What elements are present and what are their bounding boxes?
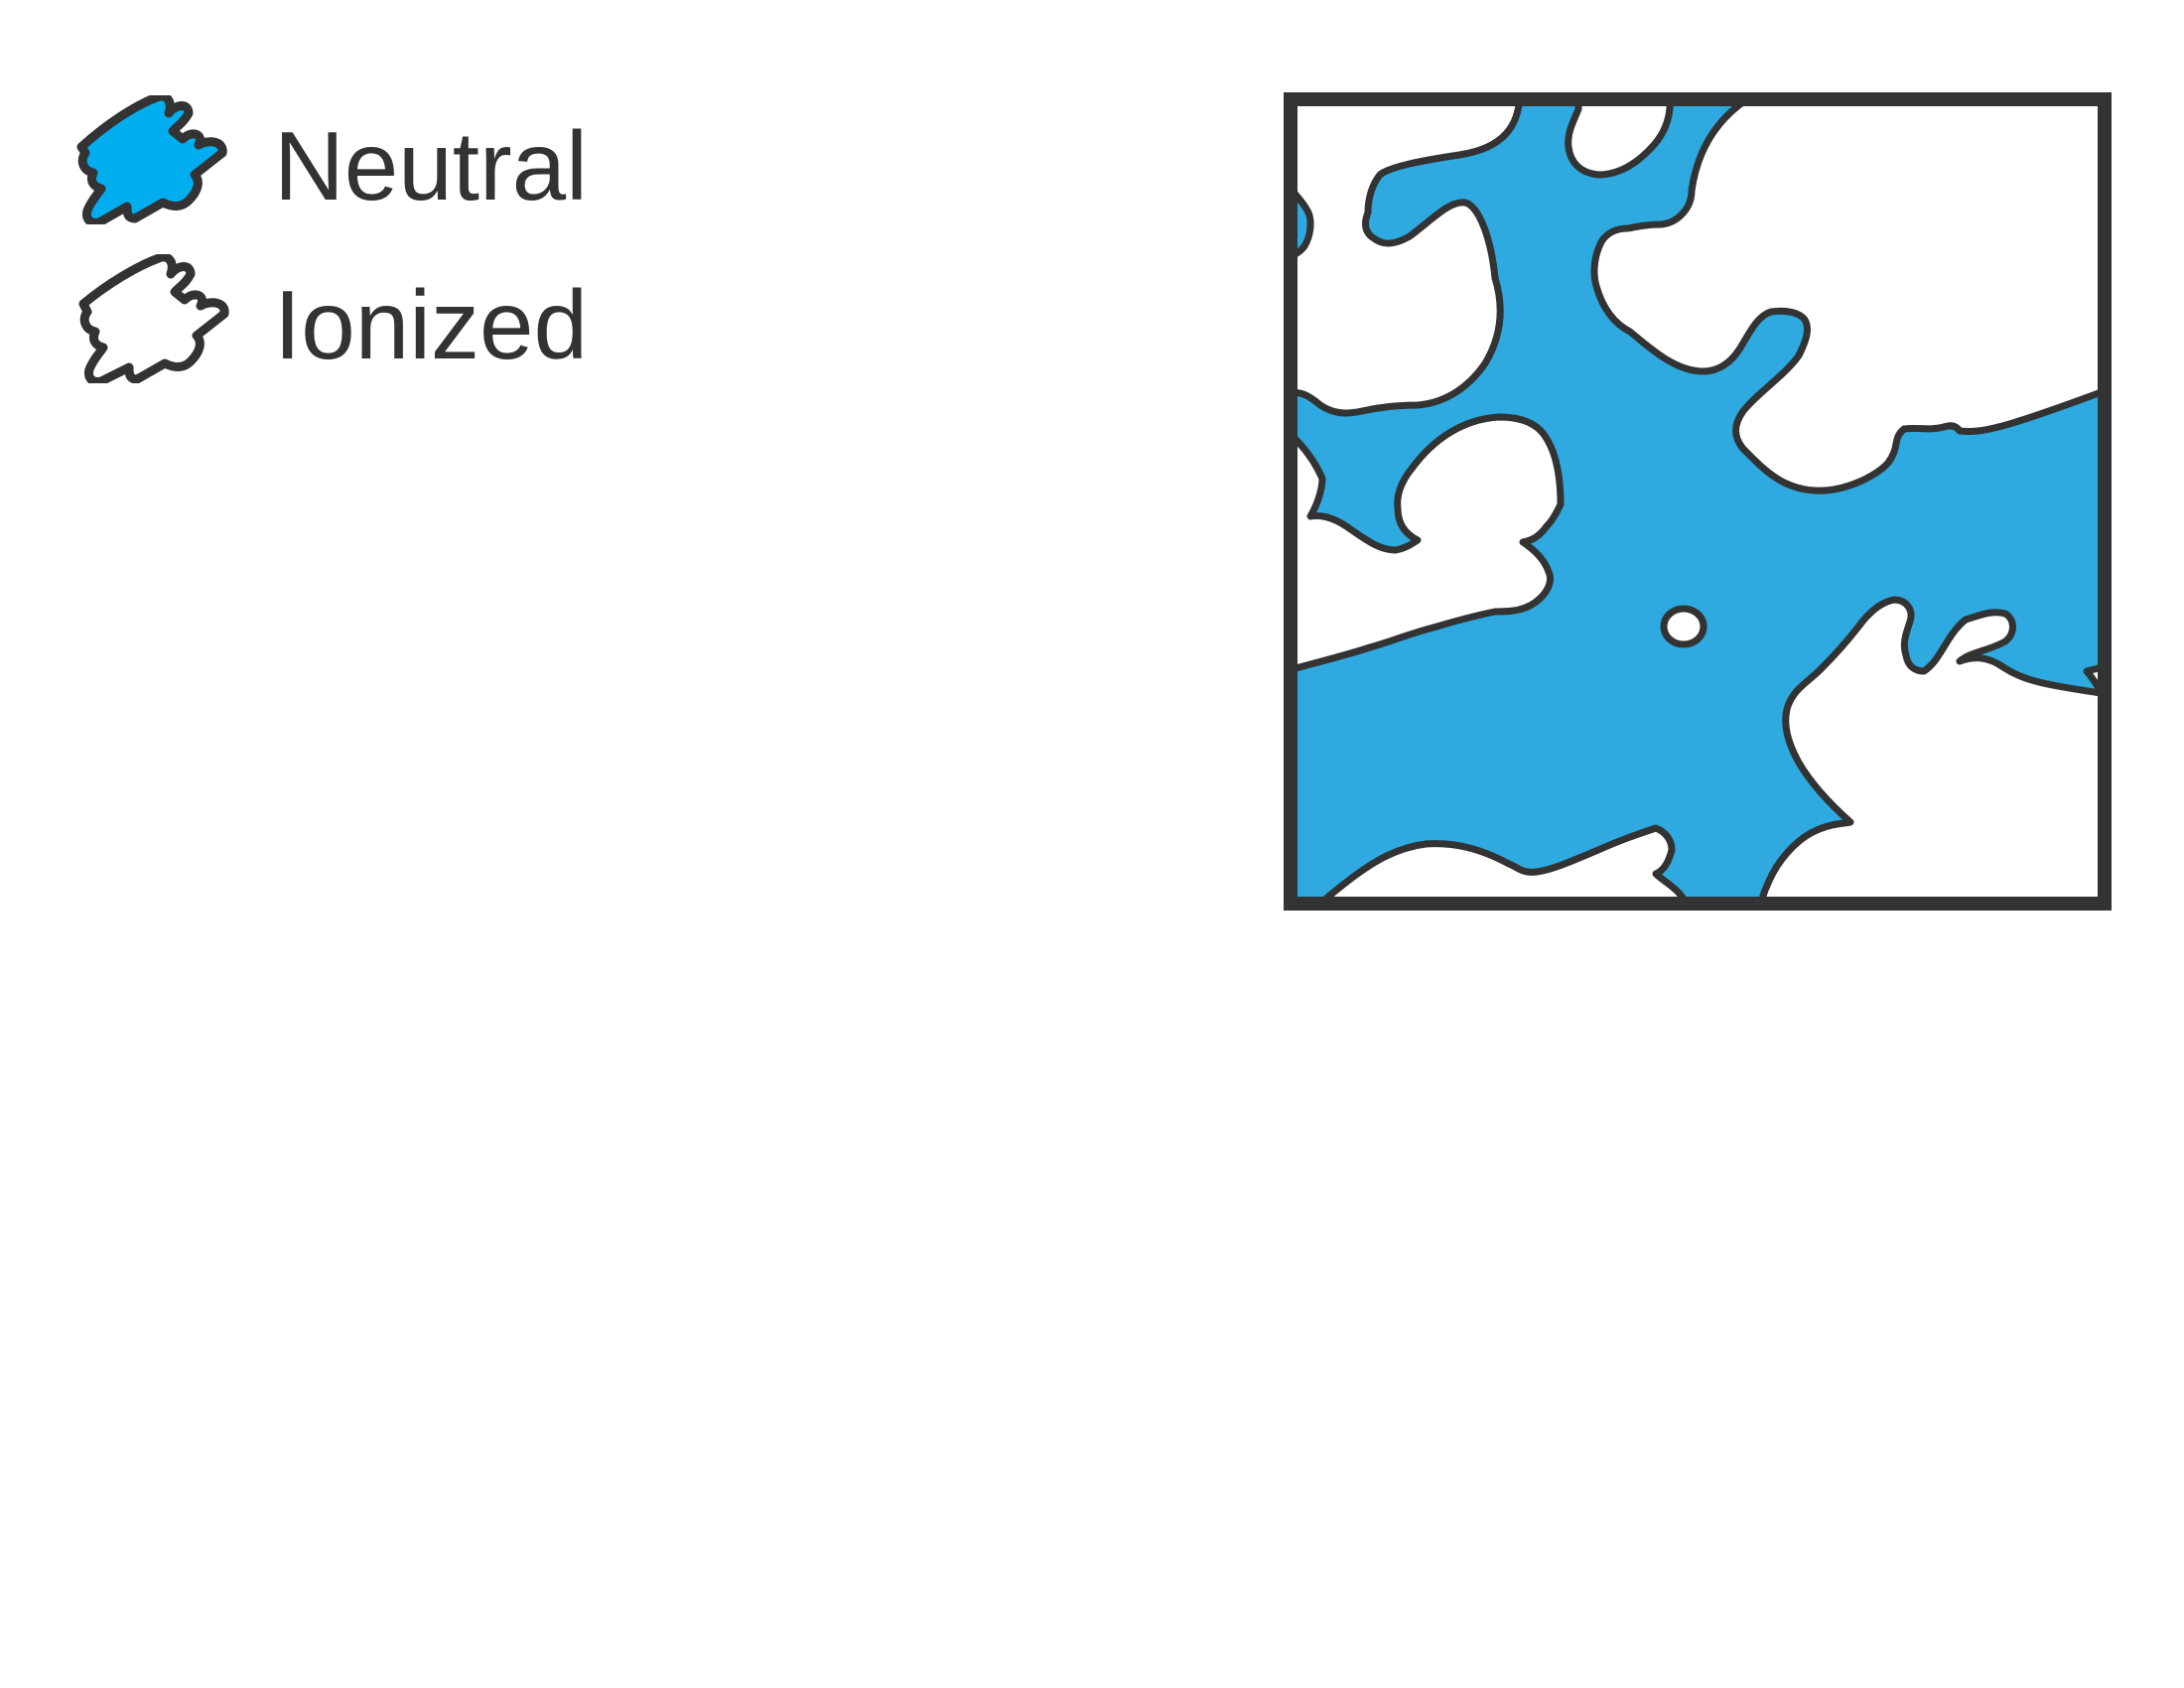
ionized-region <box>1660 605 1707 648</box>
neutral-swatch-icon <box>76 95 227 224</box>
legend-label-ionized: Ionized <box>274 270 589 379</box>
neutral-ionized-map <box>1281 89 2115 914</box>
ionized-region <box>1291 99 1524 417</box>
ionized-region <box>1291 413 1565 674</box>
ionized-region <box>1758 596 2105 904</box>
ionized-region <box>1590 99 2105 494</box>
map-svg <box>1284 92 2112 911</box>
legend-item-ionized: Ionized <box>66 254 661 383</box>
legend-item-neutral: Neutral <box>66 95 661 224</box>
ionized-region <box>1565 99 1674 179</box>
ionized-swatch-icon <box>78 254 229 383</box>
map-frame <box>1284 92 2112 911</box>
legend-label-neutral: Neutral <box>274 111 588 220</box>
ionized-region <box>1314 824 1691 904</box>
